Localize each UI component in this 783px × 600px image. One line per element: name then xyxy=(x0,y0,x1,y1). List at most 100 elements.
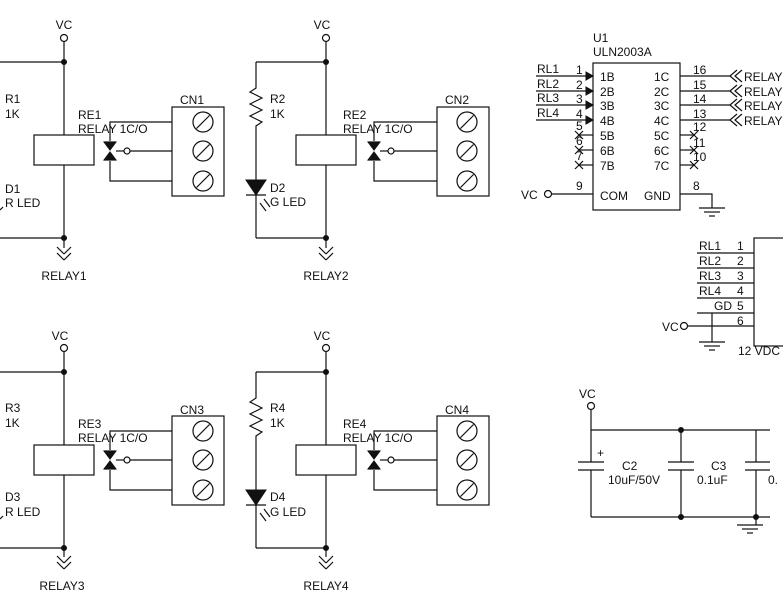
led-label: R LED xyxy=(5,196,41,210)
svg-text:GD: GD xyxy=(714,299,732,313)
svg-text:15: 15 xyxy=(693,78,707,92)
svg-text:RL4: RL4 xyxy=(699,284,721,298)
header-pin-5: GD 5 xyxy=(697,299,754,351)
relay-coil xyxy=(295,444,357,476)
ground-arrow-icon xyxy=(56,246,72,261)
svg-text:2: 2 xyxy=(576,78,583,92)
cap-value: 0.1uF xyxy=(697,473,728,487)
svg-text:6B: 6B xyxy=(600,144,615,158)
resistor-value: 1K xyxy=(270,107,285,121)
uln2003a-ic: U1 ULN2003A RL1 1 1B RL2 2 2B RL3 3 3B xyxy=(521,31,782,217)
svg-text:RELAY: RELAY xyxy=(744,85,782,99)
svg-text:2C: 2C xyxy=(654,85,670,99)
polarity-plus: + xyxy=(597,446,604,460)
header-body xyxy=(753,237,783,347)
screw-terminal-icon xyxy=(456,140,478,162)
junction-dot xyxy=(678,514,684,520)
contact-triangle-icon xyxy=(367,141,381,151)
svg-text:7B: 7B xyxy=(600,159,615,173)
screw-terminal-icon xyxy=(192,111,214,133)
vc-label: VC xyxy=(56,18,73,32)
contact-triangle-icon xyxy=(103,151,117,161)
svg-text:1: 1 xyxy=(576,63,583,77)
vc-label: VC xyxy=(314,329,331,343)
svg-text:5C: 5C xyxy=(654,129,670,143)
svg-text:RL4: RL4 xyxy=(537,106,559,120)
ic-pin-7c: 7C 10 xyxy=(654,150,707,173)
cap-ref: C3 xyxy=(711,459,727,473)
svg-text:RL3: RL3 xyxy=(699,269,721,283)
svg-text:7: 7 xyxy=(576,149,583,163)
ic-pin-4c: 4C 13 RELAY xyxy=(654,107,782,128)
vc-terminal xyxy=(679,321,689,331)
vc-label: VC xyxy=(662,320,679,334)
ic-pin-6c: 6C 11 xyxy=(654,136,706,158)
vc-label: VC xyxy=(314,18,331,32)
svg-text:4C: 4C xyxy=(654,114,670,128)
net-label: RELAY2 xyxy=(303,269,348,283)
connector-ref: CN1 xyxy=(180,93,204,107)
ic-body xyxy=(592,62,681,211)
led-arrow-icon xyxy=(259,202,267,212)
vc-label: VC xyxy=(579,387,596,401)
svg-text:RL2: RL2 xyxy=(537,77,559,91)
svg-text:6: 6 xyxy=(576,134,583,148)
svg-text:4: 4 xyxy=(737,284,744,298)
capacitor-c3: C3 0.1uF xyxy=(668,430,728,517)
screw-terminal-icon xyxy=(192,420,214,442)
decoupling-capacitors: VC + C2 10uF/50V C3 0.1uF 0. xyxy=(578,387,778,534)
ic-pin-1b: RL1 1 1B xyxy=(536,62,615,84)
svg-text:9: 9 xyxy=(576,179,583,193)
relay-ref: RE2 xyxy=(343,108,367,122)
ic-pin-5c: 5C 12 xyxy=(654,120,707,143)
screw-terminal-icon xyxy=(456,111,478,133)
ic-pin-3c: 3C 14 RELAY xyxy=(654,92,782,113)
svg-text:COM: COM xyxy=(600,189,628,203)
relay-block-4: VC R4 1K D4 G LED RELAY4 RE4 RELAY 1C/O … xyxy=(245,329,490,593)
contact-triangle-icon xyxy=(367,151,381,161)
connector-ref: CN4 xyxy=(445,403,469,417)
svg-text:RELAY: RELAY xyxy=(744,70,782,84)
svg-text:1C: 1C xyxy=(654,70,670,84)
contact-triangle-icon xyxy=(103,460,117,470)
vc-label: VC xyxy=(52,329,69,343)
svg-text:7C: 7C xyxy=(654,159,670,173)
relay-block-2: VC R2 1K D2 G LED RELAY2 RE2 RELAY 1C/O … xyxy=(245,18,490,283)
svg-text:2: 2 xyxy=(737,254,744,268)
svg-text:2B: 2B xyxy=(600,85,615,99)
cap-value: 10uF/50V xyxy=(608,473,660,487)
screw-terminal-icon xyxy=(456,479,478,501)
screw-terminal-icon xyxy=(456,449,478,471)
ic-pin-5b: 5 5B xyxy=(574,119,615,143)
screw-terminal-icon xyxy=(456,420,478,442)
capacitor-c2: + C2 10uF/50V xyxy=(578,430,660,517)
vc-terminal xyxy=(321,33,331,43)
ic-pin-7b: 7 7B xyxy=(574,149,615,173)
led-arrow-icon xyxy=(0,206,4,211)
svg-text:4B: 4B xyxy=(600,114,615,128)
resistor-icon xyxy=(248,62,264,180)
cap-ref: C2 xyxy=(622,459,638,473)
led-arrow-icon xyxy=(263,198,271,208)
vc-terminal xyxy=(59,343,69,353)
svg-text:8: 8 xyxy=(693,179,700,193)
relay-coil xyxy=(295,134,357,166)
relay-ref: RE3 xyxy=(78,417,102,431)
net-label: RELAY1 xyxy=(41,269,86,283)
cap-value: 0. xyxy=(768,473,778,487)
relay-block-3: VC R3 1K D3 R LED RELAY3 RE3 RELAY 1C/O … xyxy=(0,329,225,593)
svg-text:14: 14 xyxy=(693,92,707,106)
relay-label: RELAY 1C/O xyxy=(343,122,413,136)
led-ref: D4 xyxy=(270,490,286,504)
svg-text:1B: 1B xyxy=(600,70,615,84)
screw-terminal-icon xyxy=(192,170,214,192)
ic-ref: U1 xyxy=(593,31,609,45)
header-connector: RL1 1 RL2 2 RL3 3 RL4 4 GD 5 6 VC xyxy=(662,237,783,358)
svg-text:RL1: RL1 xyxy=(699,239,721,253)
relay-label: RELAY 1C/O xyxy=(78,122,148,136)
led-arrow-icon xyxy=(0,515,4,520)
header-pin-1: RL1 1 xyxy=(697,239,754,254)
svg-text:RELAY: RELAY xyxy=(744,99,782,113)
svg-text:RL2: RL2 xyxy=(699,254,721,268)
